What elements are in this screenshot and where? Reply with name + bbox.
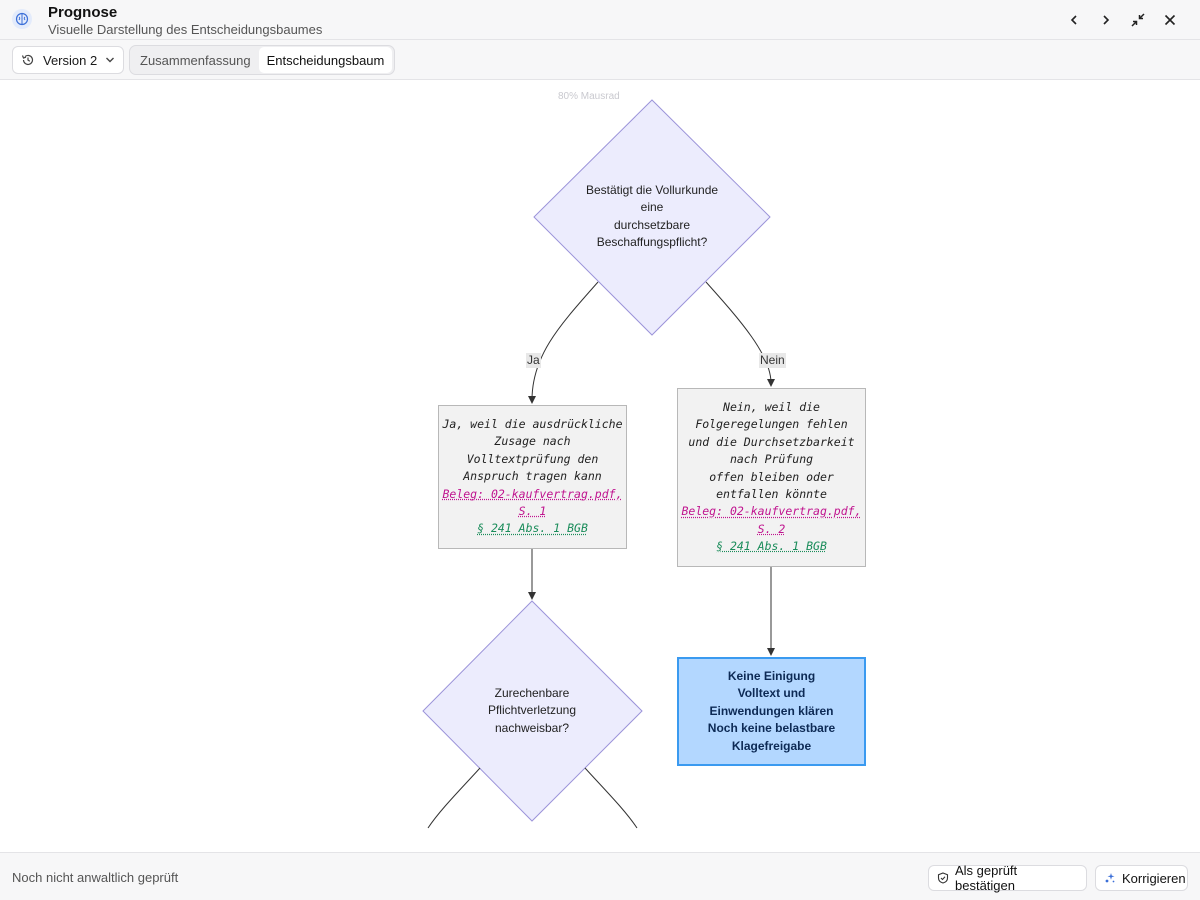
yes-line: Volltextprüfung den xyxy=(466,451,599,466)
no-line: und die Durchsetzbarkeit xyxy=(688,434,855,449)
yes-citation-link[interactable]: Beleg: 02-kaufvertrag.pdf, xyxy=(442,486,623,501)
no-line: entfallen könnte xyxy=(716,487,827,502)
chevron-right-icon[interactable] xyxy=(1094,8,1118,32)
root-question-line: Bestätigt die Vollurkunde xyxy=(585,183,719,197)
tab-zusammenfassung[interactable]: Zusammenfassung xyxy=(140,52,251,68)
no-line: nach Prüfung xyxy=(729,452,814,467)
shield-check-icon xyxy=(937,872,949,884)
final-line: Keine Einigung xyxy=(727,669,816,683)
final-line: Einwendungen klären xyxy=(709,703,834,718)
root-question-line: durchsetzbare xyxy=(613,217,691,232)
brain-icon xyxy=(12,9,32,29)
final-line: Volltext und xyxy=(737,686,806,701)
final-outcome-text: Keine Einigung Volltext und Einwendungen… xyxy=(679,668,864,755)
second-question-line: Pflichtverletzung xyxy=(487,703,577,718)
edge-second-left xyxy=(427,767,481,829)
yes-answer-text: Ja, weil die ausdrückliche Zusage nach V… xyxy=(439,416,626,538)
correct-label: Korrigieren xyxy=(1122,870,1186,886)
version-label: Version 2 xyxy=(43,52,98,68)
no-citation-page[interactable]: S. 2 xyxy=(757,521,786,536)
confirm-reviewed-button[interactable]: Als geprüft bestätigen xyxy=(928,863,1087,893)
yes-answer-node[interactable]: Ja, weil die ausdrückliche Zusage nach V… xyxy=(438,405,627,549)
correct-button[interactable]: Korrigieren xyxy=(1095,865,1188,891)
toolbar: Version 2 Zusammenfassung Entscheidungsb… xyxy=(0,40,1200,80)
root-decision-diamond xyxy=(533,99,771,336)
page-subtitle: Visuelle Darstellung des Entscheidungsba… xyxy=(48,22,323,37)
final-line: Noch keine belastbare xyxy=(707,721,836,736)
chevron-down-icon xyxy=(105,55,115,65)
edge-second-right xyxy=(584,767,638,829)
diagram-edges xyxy=(422,99,775,829)
no-line: Folgeregelungen fehlen xyxy=(695,417,848,432)
no-law-reference[interactable]: § 241 Abs. 1 BGB xyxy=(716,539,827,554)
yes-line: Zusage nach xyxy=(494,434,571,449)
footer-bar: Noch nicht anwaltlich geprüft Als geprüf… xyxy=(0,852,1200,900)
edge-label-no: Nein xyxy=(759,353,786,368)
yes-line: Anspruch tragen kann xyxy=(463,469,602,484)
chevron-left-icon[interactable] xyxy=(1062,8,1086,32)
close-icon[interactable] xyxy=(1158,8,1182,32)
yes-citation-page[interactable]: S. 1 xyxy=(518,504,547,519)
no-line: Nein, weil die xyxy=(723,400,820,414)
no-answer-text: Nein, weil die Folgeregelungen fehlen un… xyxy=(678,399,865,556)
root-question-line: eine xyxy=(640,200,664,215)
edge-label-yes: Ja xyxy=(526,353,541,368)
history-icon xyxy=(21,53,35,67)
tab-entscheidungsbaum[interactable]: Entscheidungsbaum xyxy=(258,47,393,73)
version-select[interactable]: Version 2 xyxy=(12,46,124,74)
no-answer-node[interactable]: Nein, weil die Folgeregelungen fehlen un… xyxy=(677,388,866,567)
yes-law-reference[interactable]: § 241 Abs. 1 BGB xyxy=(477,521,588,536)
view-tabs: Zusammenfassung Entscheidungsbaum xyxy=(129,45,396,75)
edge-yes xyxy=(528,281,599,404)
second-question-line: Zurechenbare xyxy=(494,686,570,700)
second-question-line: nachweisbar? xyxy=(494,720,570,735)
root-question-line: Beschaffungspflicht? xyxy=(596,235,708,250)
diagram-canvas[interactable]: 80% Mausrad Bestätigt die Vollurkunde ei… xyxy=(0,80,1200,852)
final-outcome-node[interactable]: Keine Einigung Volltext und Einwendungen… xyxy=(677,657,866,766)
page-title: Prognose xyxy=(48,4,118,21)
second-decision-diamond xyxy=(422,600,643,822)
window-header: Prognose Visuelle Darstellung des Entsch… xyxy=(0,0,1200,40)
confirm-label: Als geprüft bestätigen xyxy=(955,863,1018,893)
zoom-hint: 80% Mausrad xyxy=(558,91,620,102)
collapse-icon[interactable] xyxy=(1126,8,1150,32)
no-line: offen bleiben oder xyxy=(709,469,834,484)
sparkle-icon xyxy=(1104,872,1116,884)
final-line: Klagefreigabe xyxy=(731,738,812,753)
second-question: Zurechenbare Pflichtverletzung nachweisb… xyxy=(457,685,607,737)
no-citation-link[interactable]: Beleg: 02-kaufvertrag.pdf, xyxy=(681,504,862,519)
edge-no xyxy=(705,281,775,387)
review-status: Noch nicht anwaltlich geprüft xyxy=(12,870,179,885)
yes-line: Ja, weil die ausdrückliche xyxy=(442,417,623,431)
root-question: Bestätigt die Vollurkunde eine durchsetz… xyxy=(572,182,732,252)
